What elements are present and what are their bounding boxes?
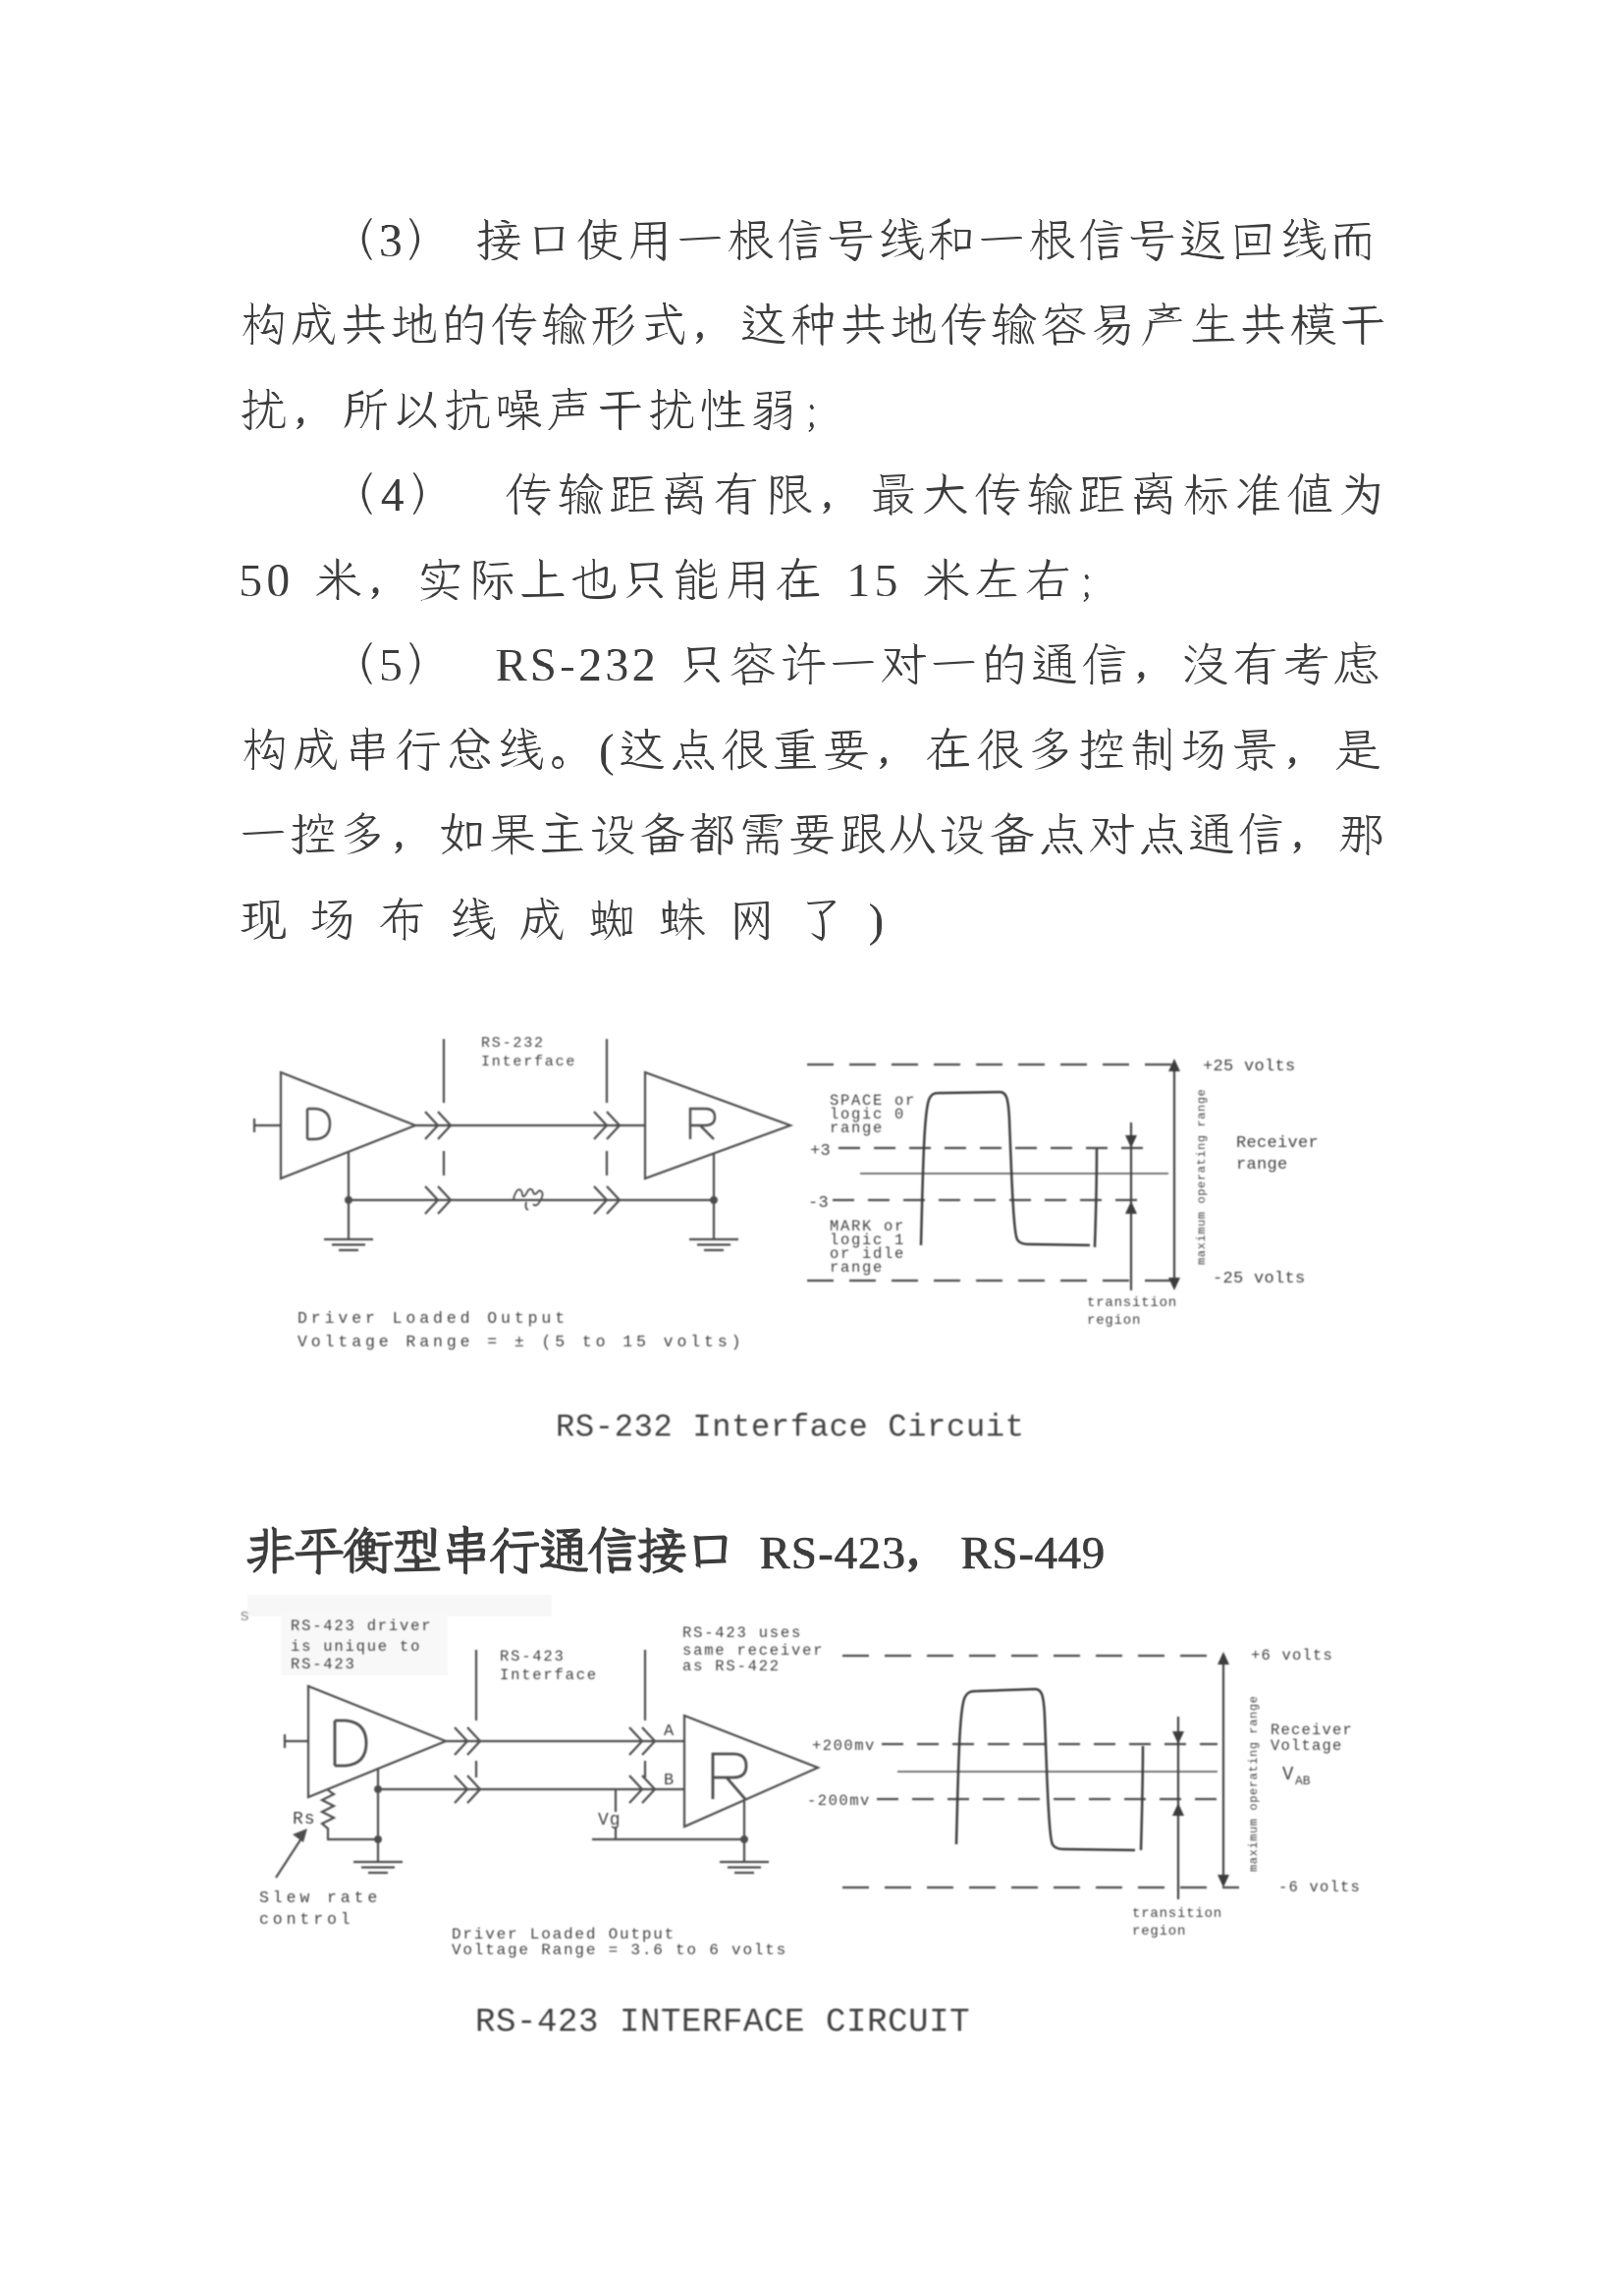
svg-text:Interface: Interface <box>500 1667 598 1684</box>
svg-text:RS-423: RS-423 <box>500 1648 566 1666</box>
svg-text:A: A <box>664 1722 675 1741</box>
svg-text:SPACE or: SPACE or <box>830 1092 916 1110</box>
svg-text:range: range <box>830 1259 884 1277</box>
svg-text:RS-423: RS-423 <box>291 1656 356 1673</box>
svg-text:Voltage: Voltage <box>1271 1737 1343 1755</box>
svg-text:Driver Loaded Output: Driver Loaded Output <box>452 1926 676 1943</box>
svg-text:AB: AB <box>1295 1774 1311 1788</box>
svg-text:region: region <box>1087 1313 1141 1329</box>
svg-text:Receiver: Receiver <box>1271 1722 1353 1739</box>
svg-text:RS-423 INTERFACE CIRCUIT: RS-423 INTERFACE CIRCUIT <box>475 2004 970 2042</box>
svg-text:maximum operating range: maximum operating range <box>1195 1089 1209 1265</box>
svg-text:RS-232: RS-232 <box>481 1035 545 1052</box>
svg-text:RS-232 Interface Circuit: RS-232 Interface Circuit <box>556 1409 1025 1446</box>
svg-text:V: V <box>1282 1764 1294 1785</box>
svg-text:-200mv: -200mv <box>807 1792 871 1810</box>
svg-text:RS-423 driver: RS-423 driver <box>291 1617 432 1635</box>
svg-text:Interface: Interface <box>481 1054 576 1070</box>
svg-text:or idle: or idle <box>830 1245 905 1263</box>
svg-text:MARK or: MARK or <box>830 1218 905 1235</box>
svg-text:-25 volts: -25 volts <box>1213 1270 1306 1288</box>
svg-text:is unique to: is unique to <box>291 1638 421 1656</box>
svg-text:Voltage Range = ± (5 to 15 vol: Voltage Range = ± (5 to 15 volts) <box>298 1333 744 1351</box>
svg-text:Receiver: Receiver <box>1236 1134 1319 1153</box>
svg-text:transition: transition <box>1087 1295 1177 1311</box>
svg-text:Voltage Range = 3.6 to 6 volts: Voltage Range = 3.6 to 6 volts <box>452 1941 787 1959</box>
svg-text:logic 1: logic 1 <box>830 1231 905 1249</box>
svg-text:+200mv: +200mv <box>812 1737 876 1755</box>
svg-text:B: B <box>664 1772 674 1790</box>
svg-text:+6 volts: +6 volts <box>1251 1647 1333 1665</box>
svg-text:Vg: Vg <box>598 1811 622 1831</box>
svg-text:s: s <box>240 1608 249 1626</box>
svg-text:-6 volts: -6 volts <box>1278 1879 1361 1896</box>
svg-text:transition: transition <box>1132 1906 1222 1922</box>
svg-text:logic 0: logic 0 <box>830 1106 905 1123</box>
svg-text:range: range <box>830 1120 884 1137</box>
svg-text:Rs: Rs <box>293 1810 316 1830</box>
svg-text:region: region <box>1132 1924 1186 1940</box>
svg-text:Slew rate: Slew rate <box>259 1888 381 1907</box>
svg-text:as RS-422: as RS-422 <box>682 1658 781 1675</box>
svg-text:Driver Loaded Output: Driver Loaded Output <box>298 1309 568 1328</box>
svg-text:same receiver: same receiver <box>682 1642 824 1660</box>
svg-text:range: range <box>1236 1156 1288 1175</box>
svg-text:maximum operating range: maximum operating range <box>1247 1696 1261 1872</box>
svg-text:-3: -3 <box>808 1194 829 1213</box>
svg-text:control: control <box>259 1910 354 1929</box>
svg-text:+25 volts: +25 volts <box>1203 1058 1296 1076</box>
svg-text:RS-423 uses: RS-423 uses <box>682 1624 802 1642</box>
svg-text:+3: +3 <box>810 1142 831 1161</box>
